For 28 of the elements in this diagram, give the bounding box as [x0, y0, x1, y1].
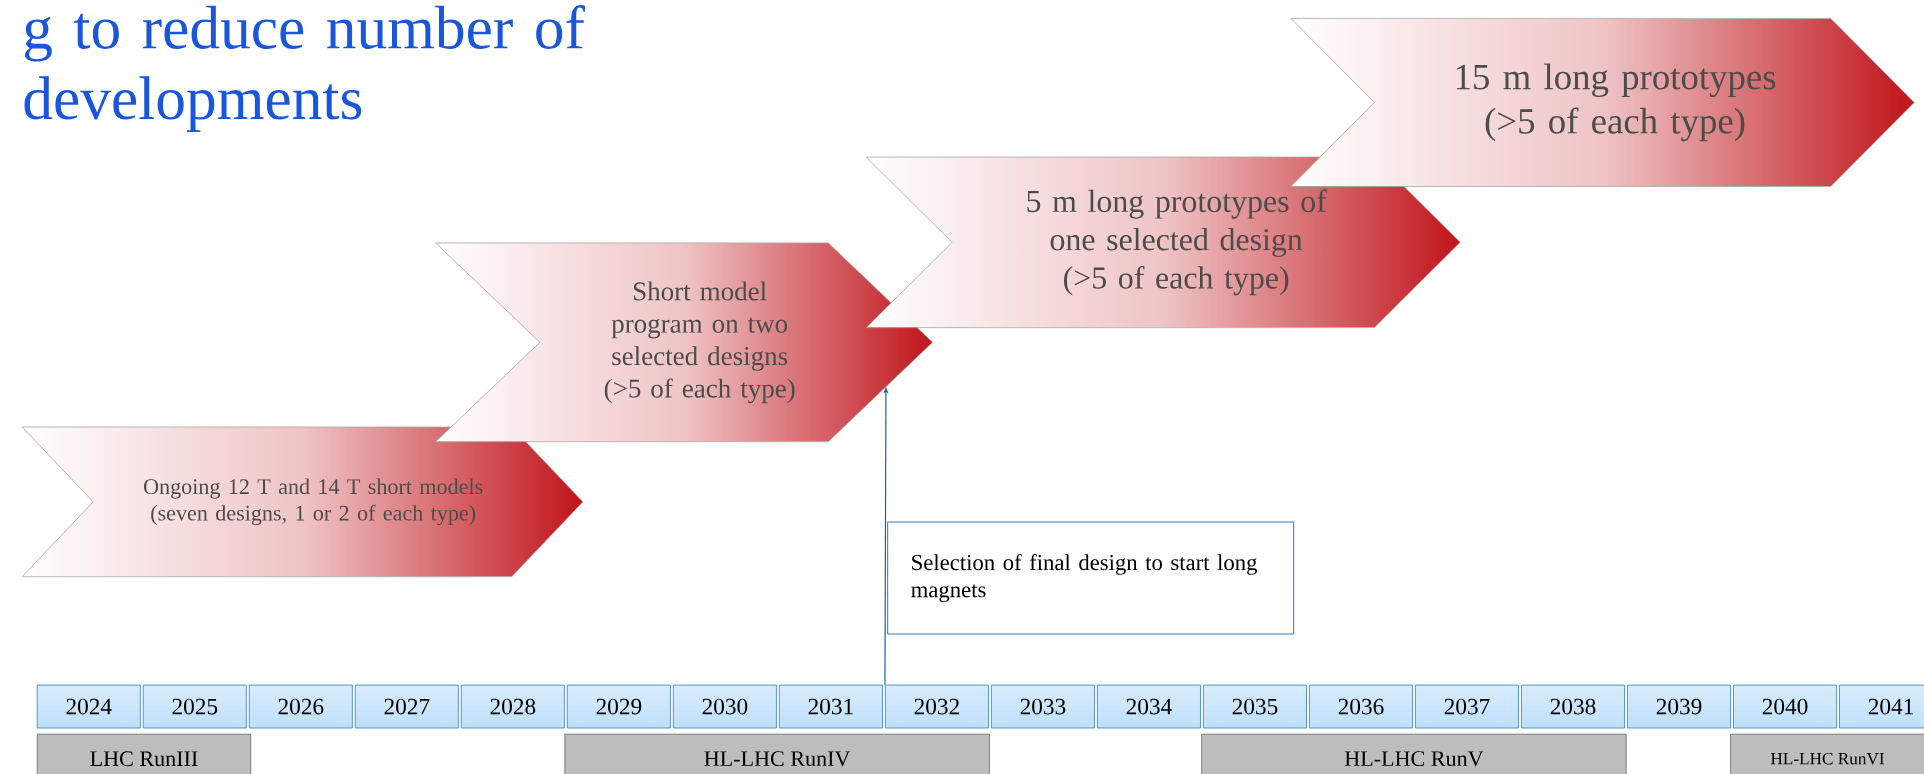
- callout-box: Selection of final design to start long magnets: [887, 521, 1295, 635]
- year-cell: 2035: [1203, 684, 1307, 729]
- run-band: HL-LHC RunIV: [564, 733, 990, 774]
- year-cell: 2037: [1415, 684, 1519, 729]
- year-cell: 2034: [1097, 684, 1201, 729]
- year-cell: 2027: [354, 684, 459, 729]
- year-cell: 2024: [36, 684, 141, 729]
- year-cell: 2029: [566, 684, 671, 729]
- year-cell: 2031: [778, 684, 883, 729]
- year-cell: 2039: [1627, 684, 1731, 729]
- year-cell: 2038: [1521, 684, 1625, 729]
- year-cell: 2041: [1839, 684, 1924, 729]
- year-cell: 2025: [142, 684, 247, 729]
- year-cell: 2033: [990, 684, 1095, 729]
- year-cell: 2040: [1733, 684, 1837, 729]
- run-band: LHC RunIII: [36, 733, 252, 774]
- stage-banner: 15 m long prototypes (>5 of each type): [1290, 17, 1915, 187]
- stage-banner: 5 m long prototypes of one selected design (>5 of each type): [865, 156, 1461, 328]
- year-cell: 2030: [672, 684, 777, 729]
- year-cell: 2036: [1309, 684, 1413, 729]
- year-cell: 2032: [884, 684, 989, 729]
- stage-banner: Short model program on two selected designs (>5 of each type): [435, 242, 933, 442]
- year-cell: 2028: [460, 684, 565, 729]
- run-band: HL-LHC RunVI: [1730, 733, 1924, 774]
- year-cell: 2026: [248, 684, 353, 729]
- stage-banner: Ongoing 12 T and 14 T short models (seven designs, 1 or 2 of each type): [21, 426, 584, 577]
- run-band: HL-LHC RunV: [1201, 733, 1627, 774]
- title: g to reduce number of developments: [24, 5, 585, 132]
